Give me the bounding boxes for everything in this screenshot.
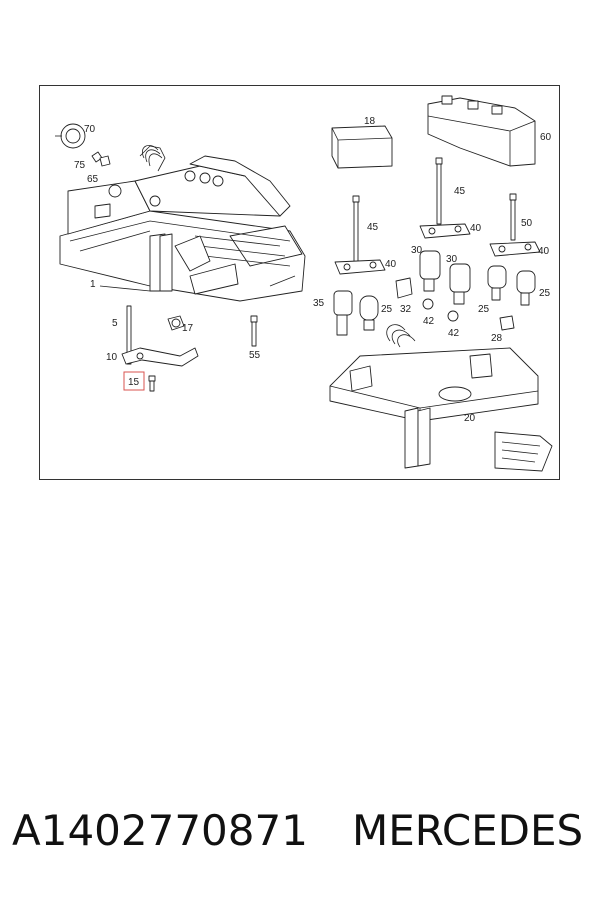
callout-1: 1 [90, 279, 96, 290]
callout-18: 18 [364, 116, 376, 127]
part-15-screw [148, 375, 156, 392]
part-footer: A1402770871 MERCEDES [0, 800, 600, 860]
part-55-bolt [250, 315, 258, 347]
part-35-solenoid [333, 290, 353, 336]
part-25-regulator-b [487, 265, 507, 301]
callout-labels: 70 75 65 1 5 17 10 15 55 18 60 45 45 50 … [74, 116, 552, 424]
part-50-bolt [509, 193, 517, 241]
callout-35: 35 [313, 298, 325, 309]
callout-70: 70 [84, 124, 96, 135]
part-5-pin [126, 305, 132, 365]
part-70-ring [55, 123, 86, 149]
callout-55: 55 [249, 350, 261, 361]
part-28-clip [499, 315, 515, 331]
callout-40-c: 40 [538, 246, 550, 257]
part-40-bracket-b [334, 259, 386, 275]
callout-45-b: 45 [367, 222, 379, 233]
callout-28: 28 [491, 333, 503, 344]
part-20-plate [329, 324, 539, 469]
part-10-lever [121, 347, 199, 367]
part-17-sleeve [167, 315, 185, 331]
part-75-clip [91, 151, 111, 167]
callout-25-a: 25 [381, 304, 393, 315]
callout-42-b: 42 [448, 328, 460, 339]
callout-75: 75 [74, 160, 86, 171]
part-40-bracket-c [489, 241, 541, 257]
callout-15: 15 [128, 377, 140, 388]
callout-17: 17 [182, 323, 194, 334]
part-30-solenoid-a [419, 250, 441, 292]
callout-5: 5 [112, 318, 118, 329]
callout-65: 65 [87, 174, 99, 185]
callout-30-a: 30 [411, 245, 423, 256]
callout-40-b: 40 [385, 259, 397, 270]
callout-25-b: 25 [478, 304, 490, 315]
callout-30-b: 30 [446, 254, 458, 265]
callout-32: 32 [400, 304, 412, 315]
callout-25-c: 25 [539, 288, 551, 299]
logo-stamp [494, 431, 553, 472]
diagram-svg: 70 75 65 1 5 17 10 15 55 18 60 45 45 50 … [55, 95, 553, 472]
valve-body-assembly [59, 145, 306, 302]
part-18-cover [331, 125, 393, 169]
part-25-regulator-c [516, 270, 536, 306]
callout-60: 60 [540, 132, 552, 143]
callout-20: 20 [464, 413, 476, 424]
part-42-spring-a [422, 298, 434, 310]
callout-45-a: 45 [454, 186, 466, 197]
part-32-sensor [395, 277, 413, 299]
part-30-solenoid-b [449, 263, 471, 305]
callout-40-a: 40 [470, 223, 482, 234]
exploded-parts-diagram: 70 75 65 1 5 17 10 15 55 18 60 45 45 50 … [39, 85, 560, 480]
callout-50: 50 [521, 218, 533, 229]
part-number: A1402770871 [12, 805, 308, 855]
highlight-box-15 [123, 371, 145, 391]
callout-10: 10 [106, 352, 118, 363]
callout-42-a: 42 [423, 316, 435, 327]
part-42-spring-b [447, 310, 459, 322]
brand-name: MERCEDES [351, 805, 584, 855]
part-25-regulator-a [359, 295, 379, 331]
part-60-housing [427, 95, 536, 167]
part-40-bracket-a [419, 223, 471, 239]
part-45-bolt-b [352, 195, 360, 263]
part-45-bolt-a [435, 157, 443, 225]
